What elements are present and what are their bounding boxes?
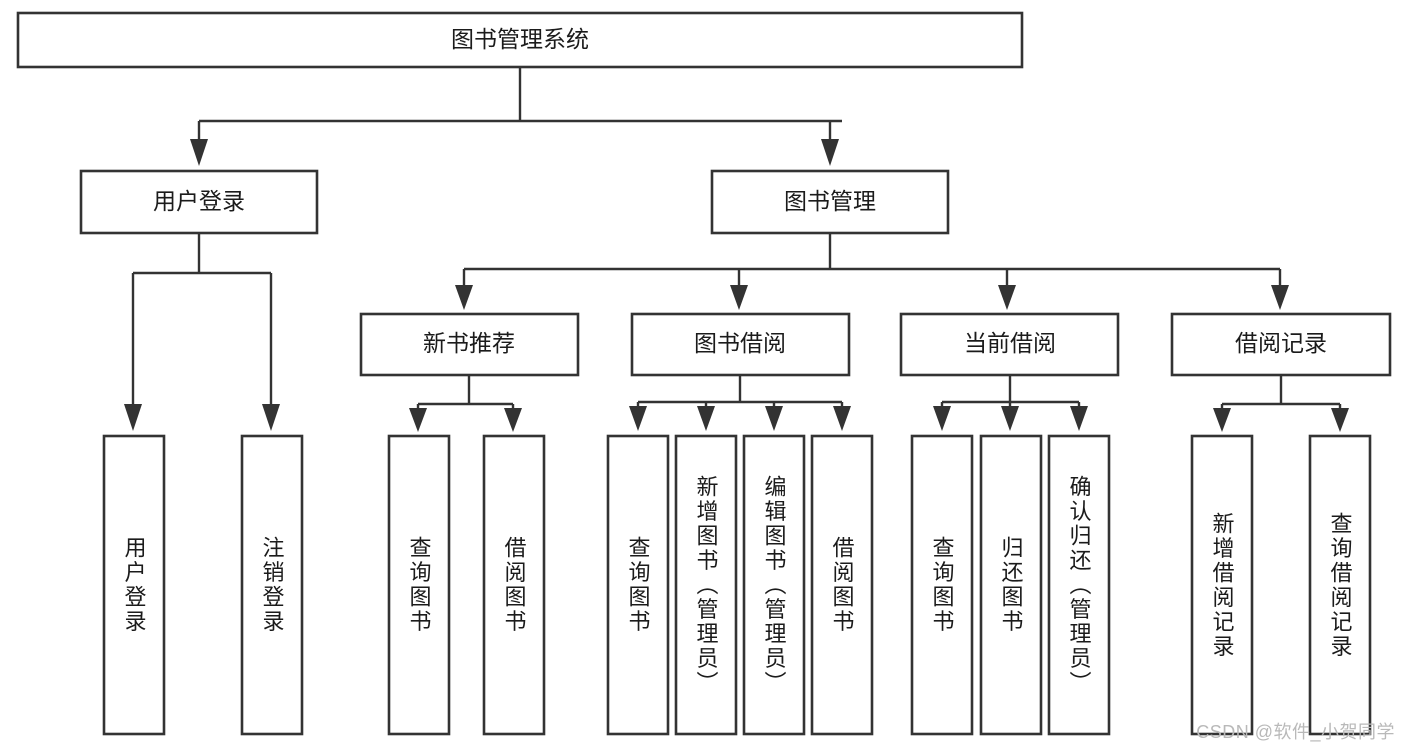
node-borrow-record-rect[interactable] xyxy=(1170,312,1392,377)
leaf-rect-cb-confirm-return[interactable] xyxy=(1047,434,1111,736)
leaf-rect-logout[interactable] xyxy=(240,434,304,736)
node-user-login-label: 用户登录 xyxy=(153,188,245,214)
node-book-borrow[interactable]: 图书借阅 xyxy=(630,312,851,377)
leaf-rect-br-add-record[interactable] xyxy=(1190,434,1254,736)
leaf-rect-bb-edit-book[interactable] xyxy=(742,434,806,736)
node-root-label: 图书管理系统 xyxy=(451,26,589,52)
node-current-borrow-label: 当前借阅 xyxy=(964,330,1056,356)
node-new-book-recommend-rect[interactable] xyxy=(359,312,580,377)
arrow-head-bb-leaf-1 xyxy=(629,406,647,431)
connector-group-book-borrow-to-leaves xyxy=(629,375,851,431)
leaf-rect-cb-query-book[interactable] xyxy=(910,434,974,736)
arrow-head-book-borrow xyxy=(730,285,748,310)
connector-group-new-book-to-leaves xyxy=(409,375,522,432)
leaf-rect-bb-query-book[interactable] xyxy=(606,434,670,736)
node-root-rect[interactable] xyxy=(16,11,1024,69)
node-book-borrow-label: 图书借阅 xyxy=(694,330,786,356)
arrow-head-leaf-logout xyxy=(262,404,280,431)
arrow-head-borrow-record xyxy=(1271,285,1289,310)
node-book-borrow-rect[interactable] xyxy=(630,312,851,377)
leaf-rect-bb-borrow-book[interactable] xyxy=(810,434,874,736)
watermark-text: CSDN @软件_小贺同学 xyxy=(1196,722,1395,742)
node-user-login-rect[interactable] xyxy=(79,169,319,235)
node-current-borrow-rect[interactable] xyxy=(899,312,1120,377)
arrow-head-bb-leaf-4 xyxy=(833,406,851,431)
arrow-head-new-book-recommend xyxy=(455,285,473,310)
arrow-head-current-borrow xyxy=(998,285,1016,310)
connector-group-root-to-level2 xyxy=(190,67,842,166)
arrow-head-br-leaf-1 xyxy=(1213,408,1231,432)
arrow-head-bb-leaf-3 xyxy=(765,406,783,431)
node-book-management-label: 图书管理 xyxy=(784,188,876,214)
connector-group-book-mgmt-to-level3 xyxy=(455,233,1289,310)
leaf-rect-nb-query-book[interactable] xyxy=(387,434,451,736)
arrow-head-cb-leaf-3 xyxy=(1070,406,1088,431)
arrow-head-cb-leaf-2 xyxy=(1001,406,1019,431)
arrow-head-bb-leaf-2 xyxy=(697,406,715,431)
leaf-rect-cb-return-book[interactable] xyxy=(979,434,1043,736)
node-borrow-record-label: 借阅记录 xyxy=(1235,330,1327,356)
node-book-management[interactable]: 图书管理 xyxy=(710,169,950,235)
connector-group-user-login-to-leaves xyxy=(124,233,280,431)
arrow-head-br-leaf-2 xyxy=(1331,408,1349,432)
node-new-book-recommend-label: 新书推荐 xyxy=(423,330,515,356)
leaf-rect-user-login[interactable] xyxy=(102,434,166,736)
leaf-rect-br-query-record[interactable] xyxy=(1308,434,1372,736)
arrow-head-nb-leaf-1 xyxy=(409,408,427,432)
node-borrow-record[interactable]: 借阅记录 xyxy=(1170,312,1392,377)
arrow-head-cb-leaf-1 xyxy=(933,406,951,431)
arrow-head-book-mgmt xyxy=(821,139,839,166)
arrow-head-user-login xyxy=(190,139,208,166)
node-new-book-recommend[interactable]: 新书推荐 xyxy=(359,312,580,377)
node-current-borrow[interactable]: 当前借阅 xyxy=(899,312,1120,377)
node-user-login[interactable]: 用户登录 xyxy=(79,169,319,235)
arrow-head-leaf-user-login xyxy=(124,404,142,431)
node-book-management-rect[interactable] xyxy=(710,169,950,235)
connector-group-current-borrow-to-leaves xyxy=(933,375,1088,431)
arrow-head-nb-leaf-2 xyxy=(504,408,522,432)
node-root[interactable]: 图书管理系统 xyxy=(16,11,1024,69)
leaf-rect-nb-borrow-book[interactable] xyxy=(482,434,546,736)
connector-group-borrow-record-to-leaves xyxy=(1213,375,1349,432)
leaf-rect-bb-add-book[interactable] xyxy=(674,434,738,736)
